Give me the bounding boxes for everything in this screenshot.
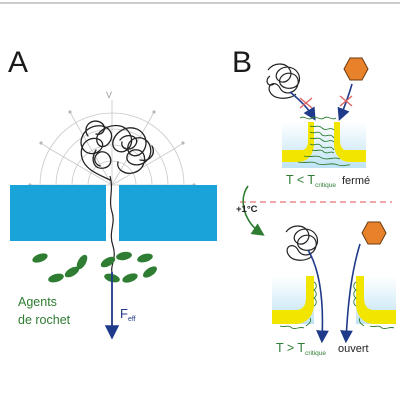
ratchet-bead [116, 251, 132, 261]
ratchet-bead [100, 256, 116, 268]
passing-arrow-left [307, 249, 329, 344]
ratchet-label-line1: Agents [18, 295, 57, 309]
panel-a: A [8, 46, 217, 340]
force-label: Feff [120, 306, 136, 323]
polar-grid [30, 100, 194, 186]
closed-state-label: fermé [342, 175, 370, 187]
temperature-shift-arrow [242, 185, 265, 236]
polar-top-glyph: V [106, 90, 112, 100]
open-temp-label: T > Tcritique [276, 341, 326, 357]
polymer-coil [80, 120, 154, 181]
open-state-label: ouvert [338, 343, 369, 355]
cross-icon [299, 95, 353, 109]
blocked-arrow-right [337, 83, 353, 121]
hexagon-molecule-bottom [361, 221, 387, 245]
ratchet-label-line2: de rochet [18, 313, 71, 327]
closed-temp-label: T < Tcritique [286, 173, 336, 189]
panel-a-letter: A [8, 46, 28, 79]
ratchet-bead [64, 266, 80, 278]
ratchet-bead [122, 273, 138, 283]
panel-b-letter: B [232, 46, 252, 79]
ratchet-bead [32, 253, 48, 263]
membrane-right-block [119, 185, 217, 241]
closed-pore [282, 116, 366, 168]
panel-b: B [232, 46, 396, 357]
hexagon-molecule-top [343, 57, 369, 81]
polymer-brush-closed [297, 116, 351, 167]
temperature-shift-label: +1°C [236, 204, 258, 215]
polymer-coil-bottom [285, 225, 319, 261]
passing-arrow-right [340, 243, 361, 344]
membrane-left-block [10, 185, 106, 241]
ratchet-bead [76, 254, 88, 270]
polymer-coil-top [266, 63, 301, 99]
blocked-arrow-left [289, 91, 316, 121]
ratchet-bead [48, 273, 64, 283]
polymer-brush-open [279, 281, 395, 330]
ratchet-bead [137, 253, 153, 263]
ratchet-bead [143, 266, 157, 278]
open-pore [272, 276, 396, 330]
ratchet-agents [32, 251, 157, 283]
